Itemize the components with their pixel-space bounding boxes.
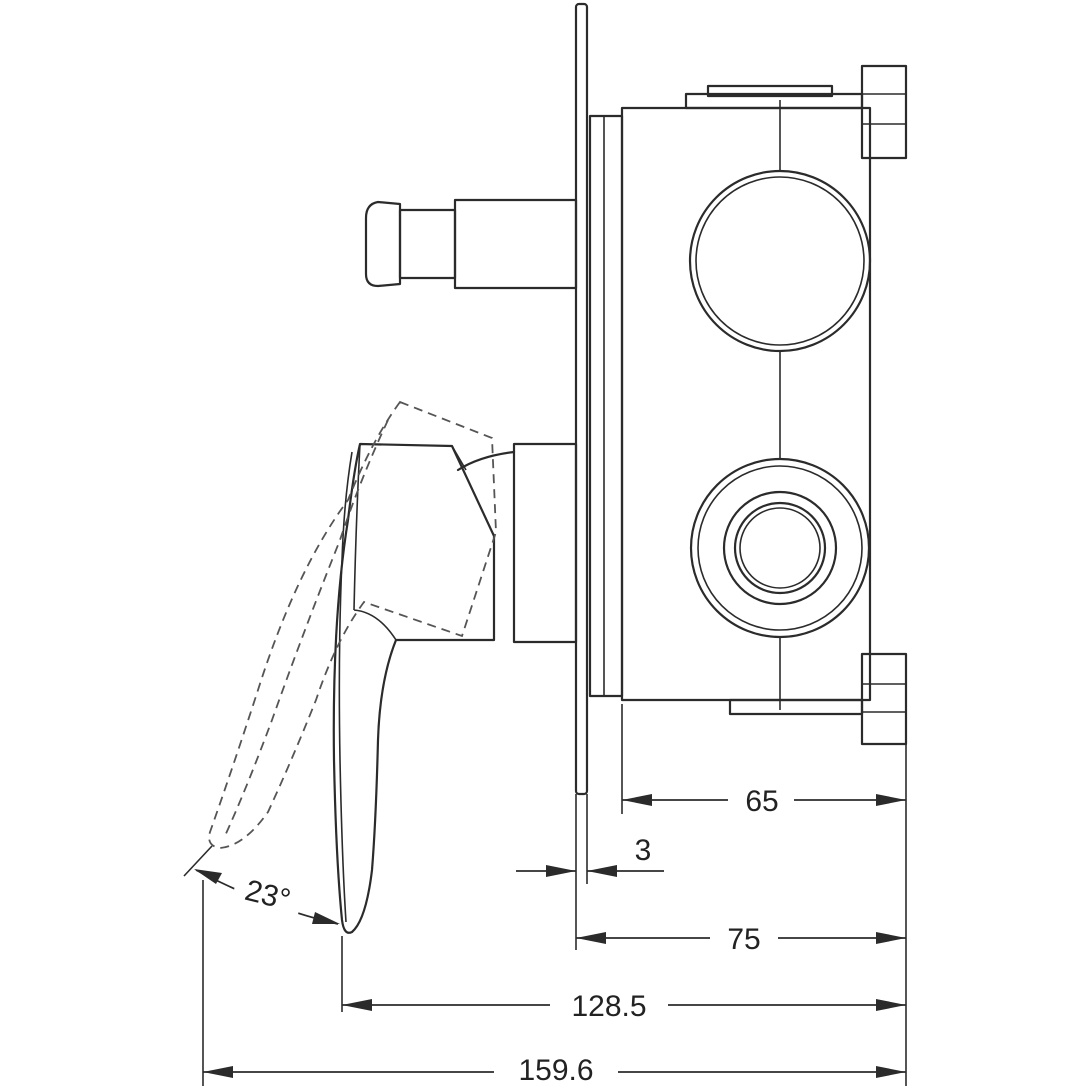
lever-handle-rotated <box>208 400 497 849</box>
angle-dimension: 23° <box>194 866 340 925</box>
lever-hub <box>456 442 578 644</box>
wall-plate <box>574 2 589 796</box>
dimension-label-3: 3 <box>635 834 652 867</box>
dimension-label-65: 65 <box>745 785 778 818</box>
dimension-label-75: 75 <box>727 923 760 956</box>
valve-body <box>620 64 908 746</box>
dimension-128-5: 128.5 <box>342 986 906 1024</box>
extension-lines <box>183 704 907 1086</box>
diverter-knob <box>364 198 578 290</box>
dimension-3: 3 <box>516 834 664 877</box>
lever-handle <box>332 442 496 934</box>
dimension-label-128-5: 128.5 <box>571 990 646 1023</box>
dimension-75: 75 <box>576 920 906 956</box>
dimension-label-159-6: 159.6 <box>518 1054 593 1087</box>
dimension-159-6: 159.6 <box>203 1052 906 1090</box>
dimension-65: 65 <box>622 782 906 818</box>
body-flange <box>588 114 624 698</box>
